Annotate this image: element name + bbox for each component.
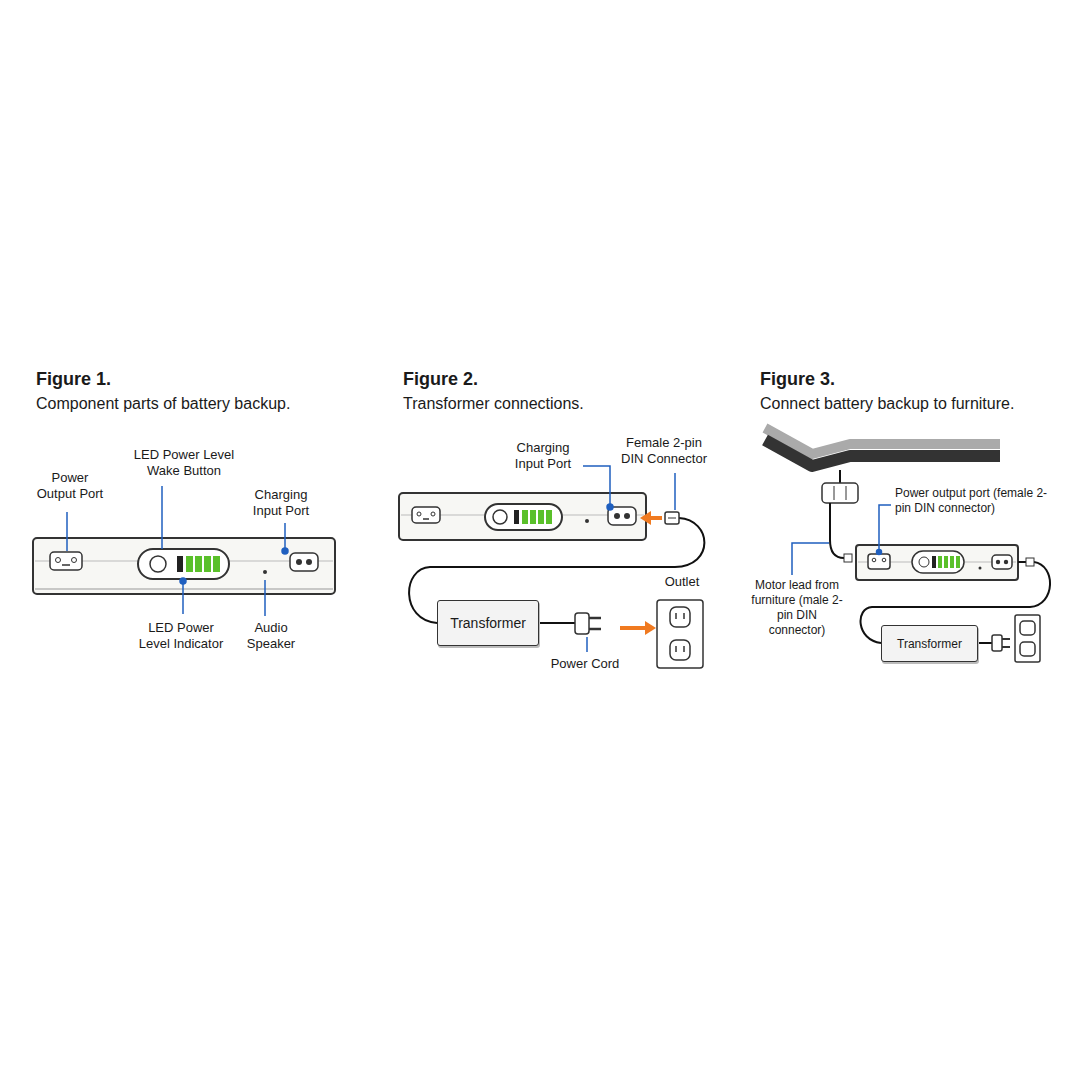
leader-lines bbox=[792, 505, 891, 575]
figure-subtitle: Transformer connections. bbox=[403, 394, 584, 414]
part-label: Motor lead from furniture (male 2-pin DI… bbox=[749, 578, 845, 638]
motor-lead bbox=[822, 470, 858, 562]
part-label: Charging Input Port bbox=[246, 487, 316, 519]
box-text: Transformer bbox=[897, 637, 962, 651]
transformer-box: Transformer bbox=[437, 600, 539, 646]
box-text: Transformer bbox=[450, 615, 526, 631]
part-label: Power Output Port bbox=[32, 470, 108, 502]
leader-lines bbox=[583, 466, 675, 652]
figure-heading: Figure 2. bbox=[403, 368, 478, 391]
figure-heading: Figure 3. bbox=[760, 368, 835, 391]
wall-outlet bbox=[1015, 615, 1040, 662]
part-label: Power Cord bbox=[551, 656, 620, 672]
battery-backup bbox=[856, 545, 1018, 580]
power-plug bbox=[992, 635, 1010, 651]
female-din-connector bbox=[665, 512, 679, 524]
transformer-box: Transformer bbox=[881, 625, 978, 662]
power-plug bbox=[575, 613, 601, 634]
part-label: Outlet bbox=[665, 574, 700, 590]
figure-subtitle: Component parts of battery backup. bbox=[36, 394, 290, 414]
part-label: Charging Input Port bbox=[508, 440, 578, 472]
figure-heading: Figure 1. bbox=[36, 368, 111, 391]
part-label: Power output port (female 2-pin DIN conn… bbox=[895, 486, 1055, 516]
battery-backup bbox=[399, 493, 646, 540]
part-label: Audio Speaker bbox=[241, 620, 301, 652]
part-label: LED Power Level Wake Button bbox=[128, 447, 240, 479]
part-label: LED Power Level Indicator bbox=[133, 620, 229, 652]
furniture-frame bbox=[765, 428, 1000, 466]
figure-subtitle: Connect battery backup to furniture. bbox=[760, 394, 1014, 414]
battery-backup bbox=[33, 538, 335, 594]
female-din-connector bbox=[1026, 558, 1034, 566]
wall-outlet bbox=[657, 600, 703, 668]
orange-arrows bbox=[620, 511, 662, 635]
part-label: Female 2-pin DIN Connector bbox=[616, 435, 712, 467]
